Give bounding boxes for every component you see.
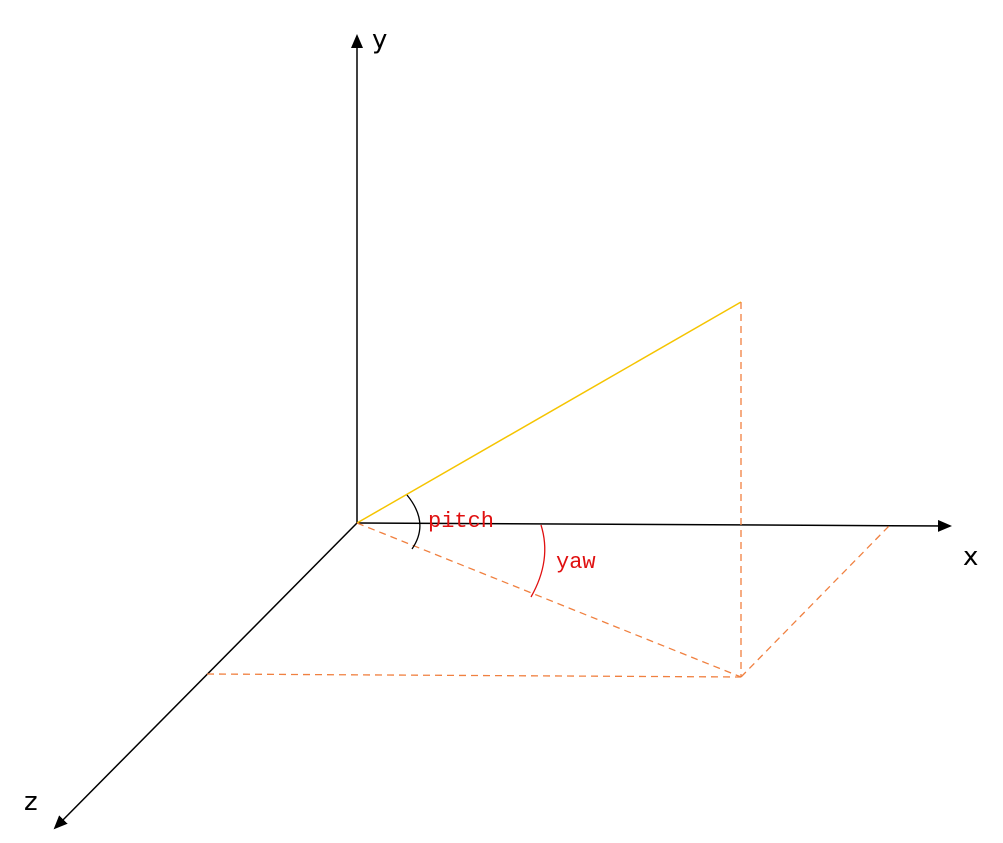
yaw-arc — [530, 524, 546, 598]
z-axis — [53, 522, 358, 830]
y-axis-label: y — [372, 25, 387, 55]
z-parallel-line — [206, 673, 742, 678]
x-parallel-line — [740, 525, 890, 678]
pitch-label: pitch — [428, 509, 494, 534]
ground-projection-line — [356, 522, 742, 678]
pitch-arc — [406, 494, 421, 550]
direction-vector — [356, 301, 742, 524]
x-axis-label: x — [963, 542, 978, 572]
yaw-label: yaw — [556, 550, 596, 575]
x-axis — [356, 519, 952, 532]
z-axis-label: z — [24, 787, 38, 817]
projection-lines — [206, 302, 890, 678]
